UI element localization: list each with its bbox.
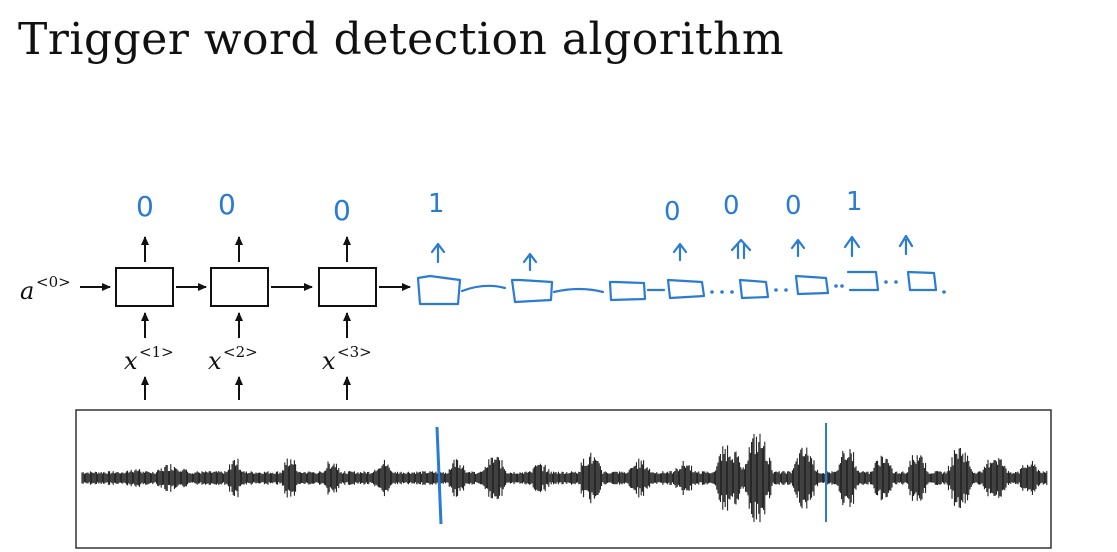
hand-cell-8: [738, 278, 770, 300]
initial-state-sup: <0>: [36, 273, 71, 291]
input-label-1: x <1>: [124, 343, 174, 375]
arrow-up-icon: [672, 242, 688, 262]
rnn-cell-3: [318, 267, 377, 307]
output-label-2: 0: [218, 188, 236, 221]
svg-text:x: x: [124, 347, 138, 375]
initial-state-base: a: [20, 277, 34, 305]
hand-cell-9: [794, 274, 830, 296]
svg-text:<3>: <3>: [337, 343, 372, 361]
hand-output-2: 0: [664, 197, 681, 227]
input-label-3: x <3>: [322, 343, 372, 375]
hand-cell-5: [510, 278, 554, 304]
svg-text:<1>: <1>: [139, 343, 174, 361]
hand-cell-4: [416, 274, 462, 306]
arrow-up-icon: [898, 234, 914, 256]
svg-text:x: x: [322, 347, 336, 375]
hand-output-5: 1: [846, 187, 863, 217]
hand-cell-11: [906, 270, 938, 292]
arrow-up-icon: [790, 238, 806, 258]
slide-title: Trigger word detection algorithm: [18, 14, 785, 65]
arrow-up-icon: [522, 252, 538, 272]
rnn-cell-1: [115, 267, 174, 307]
svg-text:x: x: [208, 347, 222, 375]
arrow-right-icon: [552, 287, 605, 294]
arrow-up-icon: [730, 238, 752, 260]
rnn-cell-2: [210, 267, 269, 307]
hand-output-1: 1: [428, 189, 445, 219]
hand-cell-7: [666, 278, 706, 300]
handwritten-dots: [710, 280, 946, 294]
arrow-right-icon: [460, 284, 507, 293]
trigger-marker-1: [435, 426, 443, 525]
hand-cell-10: [846, 270, 880, 292]
output-label-1: 0: [136, 190, 154, 223]
hand-output-3: 0: [723, 191, 740, 221]
arrow-up-icon: [430, 242, 446, 264]
initial-state-label: a <0>: [20, 273, 71, 305]
waveform-trace: [81, 433, 1048, 523]
handwritten-extension: [416, 234, 938, 306]
output-label-3: 0: [333, 194, 351, 227]
hand-output-4: 0: [785, 191, 802, 221]
hand-cell-6: [608, 280, 647, 302]
audio-waveform: [81, 433, 1048, 523]
input-label-2: x <2>: [208, 343, 258, 375]
arrow-up-icon: [843, 235, 861, 258]
svg-text:<2>: <2>: [223, 343, 258, 361]
